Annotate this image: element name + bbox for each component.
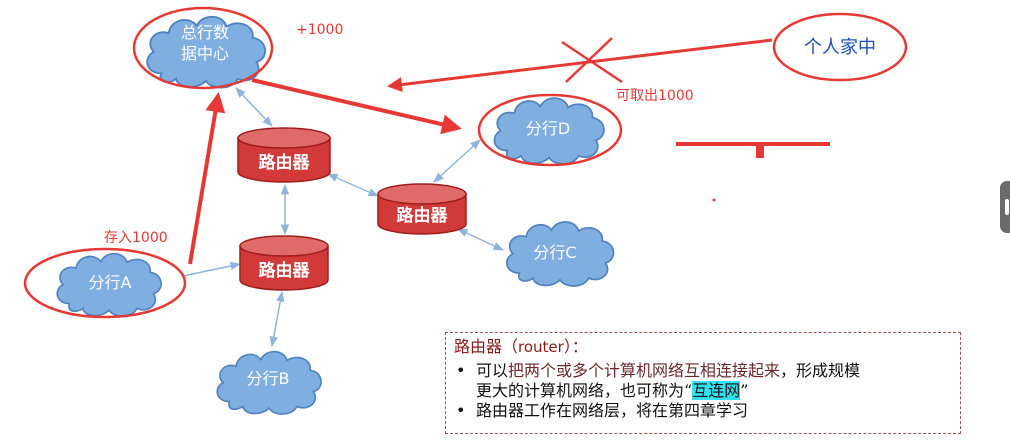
- branch-a-highlight-ellipse: [23, 247, 187, 319]
- deposit-annotation: 存入1000: [104, 230, 168, 246]
- hq-highlight-ellipse: [132, 6, 274, 90]
- cloud-branch-d: 分行D: [493, 97, 605, 165]
- router-mid-label: 路由器: [397, 205, 449, 226]
- home-highlight-ellipse: [772, 12, 908, 82]
- branch-d-label: 分行D: [526, 119, 570, 138]
- bullet2-text: 路由器工作在网络层，将在第四章学习: [476, 401, 749, 420]
- info-title-en: router: [518, 338, 564, 356]
- info-title-cn: 路由器（: [454, 337, 519, 356]
- info-title: 路由器（router）：: [454, 337, 950, 357]
- info-bullet-1: • 可以把两个或多个计算机网络互相连接起来，形成规模 更大的计算机网络，也可称为“…: [454, 361, 950, 401]
- hq-plus-annotation: +1000: [296, 22, 343, 38]
- blocked-x-mark: [561, 37, 623, 84]
- link-router-mid-branch-c: [457, 228, 504, 251]
- branch-b-label: 分行B: [247, 369, 290, 388]
- home-to-network-arrow: [387, 38, 773, 93]
- branch-d-highlight-ellipse: [477, 93, 623, 167]
- side-panel-toggle-knob: [1005, 199, 1009, 215]
- cloud-branch-b: 分行B: [216, 350, 323, 416]
- bullet1-highlight: 互连网: [692, 381, 741, 400]
- link-branch-a-router-bottom: [182, 261, 242, 277]
- info-bullet-2: • 路由器工作在网络层，将在第四章学习: [454, 401, 950, 421]
- money-flow-arrows: [188, 38, 773, 265]
- withdraw-annotation: 可取出1000: [616, 88, 694, 104]
- router-top-label: 路由器: [259, 152, 311, 173]
- info-title-end: ）：: [563, 337, 588, 356]
- red-t-mark: [676, 142, 830, 158]
- deposit-arrow: [188, 92, 226, 265]
- hq-to-branch-d-arrow: [251, 78, 462, 135]
- link-router-bottom-branch-b: [269, 290, 285, 348]
- bullet-dot: •: [456, 401, 466, 420]
- cloud-branch-c: 分行C: [505, 220, 615, 287]
- branch-c-label: 分行C: [533, 243, 576, 262]
- side-panel-toggle[interactable]: [1000, 181, 1010, 233]
- link-hq-router-top: [235, 87, 273, 127]
- cloud-branch-a: 分行A: [56, 252, 163, 318]
- hq-label-line1: 总行数: [181, 23, 229, 42]
- bullet1-line2-part1: 更大的计算机网络，也可称为“: [476, 381, 693, 400]
- bullet1-part1: 可以: [476, 361, 509, 380]
- router-mid: 路由器: [377, 183, 467, 235]
- router-bottom: 路由器: [239, 235, 329, 291]
- home-label: 个人家中: [804, 37, 876, 58]
- bullet1-line2-end: ”: [740, 381, 749, 400]
- bullet-dot: •: [456, 361, 466, 380]
- router-top: 路由器: [237, 127, 331, 183]
- info-bullets: • 可以把两个或多个计算机网络互相连接起来，形成规模 更大的计算机网络，也可称为“…: [454, 361, 950, 421]
- hq-label-line2: 据中心: [181, 44, 229, 63]
- link-router-mid-branch-d: [433, 139, 481, 183]
- bullet1-part3: ，形成规模: [780, 361, 861, 380]
- cloud-hq: 总行数 据中心: [146, 15, 267, 89]
- branch-a-label: 分行A: [89, 273, 132, 292]
- bullet1-part2: 把两个或多个计算机网络互相连接起来: [508, 361, 781, 380]
- network-links: [182, 87, 504, 348]
- router-bottom-label: 路由器: [259, 260, 311, 281]
- link-router-top-router-mid: [327, 173, 379, 197]
- red-dot: [712, 198, 716, 202]
- router-info-box: 路由器（router）： • 可以把两个或多个计算机网络互相连接起来，形成规模 更…: [445, 332, 961, 434]
